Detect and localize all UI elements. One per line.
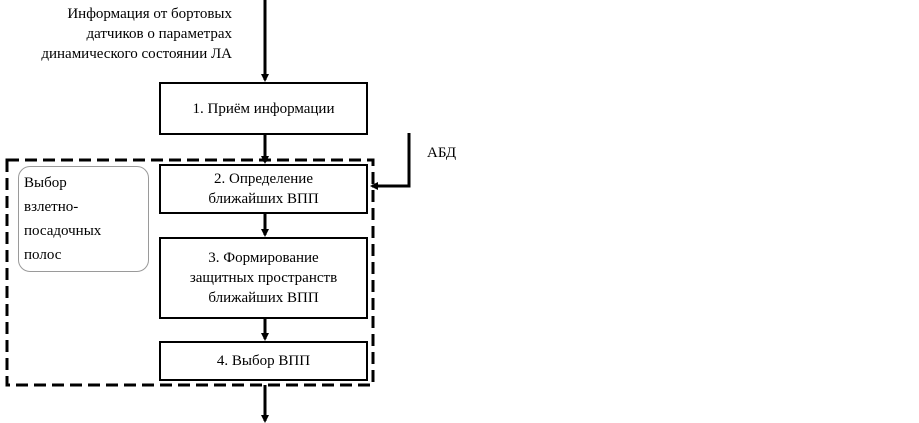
group-dashed-frame <box>5 158 375 387</box>
input-data-label-line: датчиков о параметрах <box>86 26 232 42</box>
step-3-text: ближайших ВПП <box>208 290 319 306</box>
step-1-text: 1. Приём информации <box>192 100 335 117</box>
group-title-line: взлетно- <box>24 199 79 215</box>
arrow-abd-to-step2 <box>370 133 411 190</box>
step-3-text: 3. Формирование <box>208 250 319 266</box>
step-4-text: 4. Выбор ВПП <box>216 353 311 369</box>
input-data-label-line: динамического состоянии ЛА <box>41 46 232 62</box>
step-3-box: 3. Формирование защитных пространств бли… <box>159 237 368 319</box>
step-2-text: ближайших ВПП <box>208 191 319 207</box>
step-4-box: 4. Выбор ВПП <box>159 341 368 381</box>
step-2-box: 2. Определение ближайших ВПП <box>159 164 368 214</box>
abd-label: АБД <box>427 145 457 161</box>
group-title-line: Выбор <box>24 175 67 191</box>
step-3-text: защитных пространств <box>189 270 338 286</box>
group-title-line: полос <box>24 247 62 263</box>
input-data-label: Информация от бортовых датчиков о параме… <box>0 4 232 64</box>
step-2-text: 2. Определение <box>214 171 313 187</box>
input-data-label-line: Информация от бортовых <box>67 6 232 22</box>
group-title-line: посадочных <box>24 223 102 239</box>
group-title-box: Выбор взлетно- посадочных полос <box>18 166 149 272</box>
step-1-box: 1. Приём информации <box>159 82 368 135</box>
